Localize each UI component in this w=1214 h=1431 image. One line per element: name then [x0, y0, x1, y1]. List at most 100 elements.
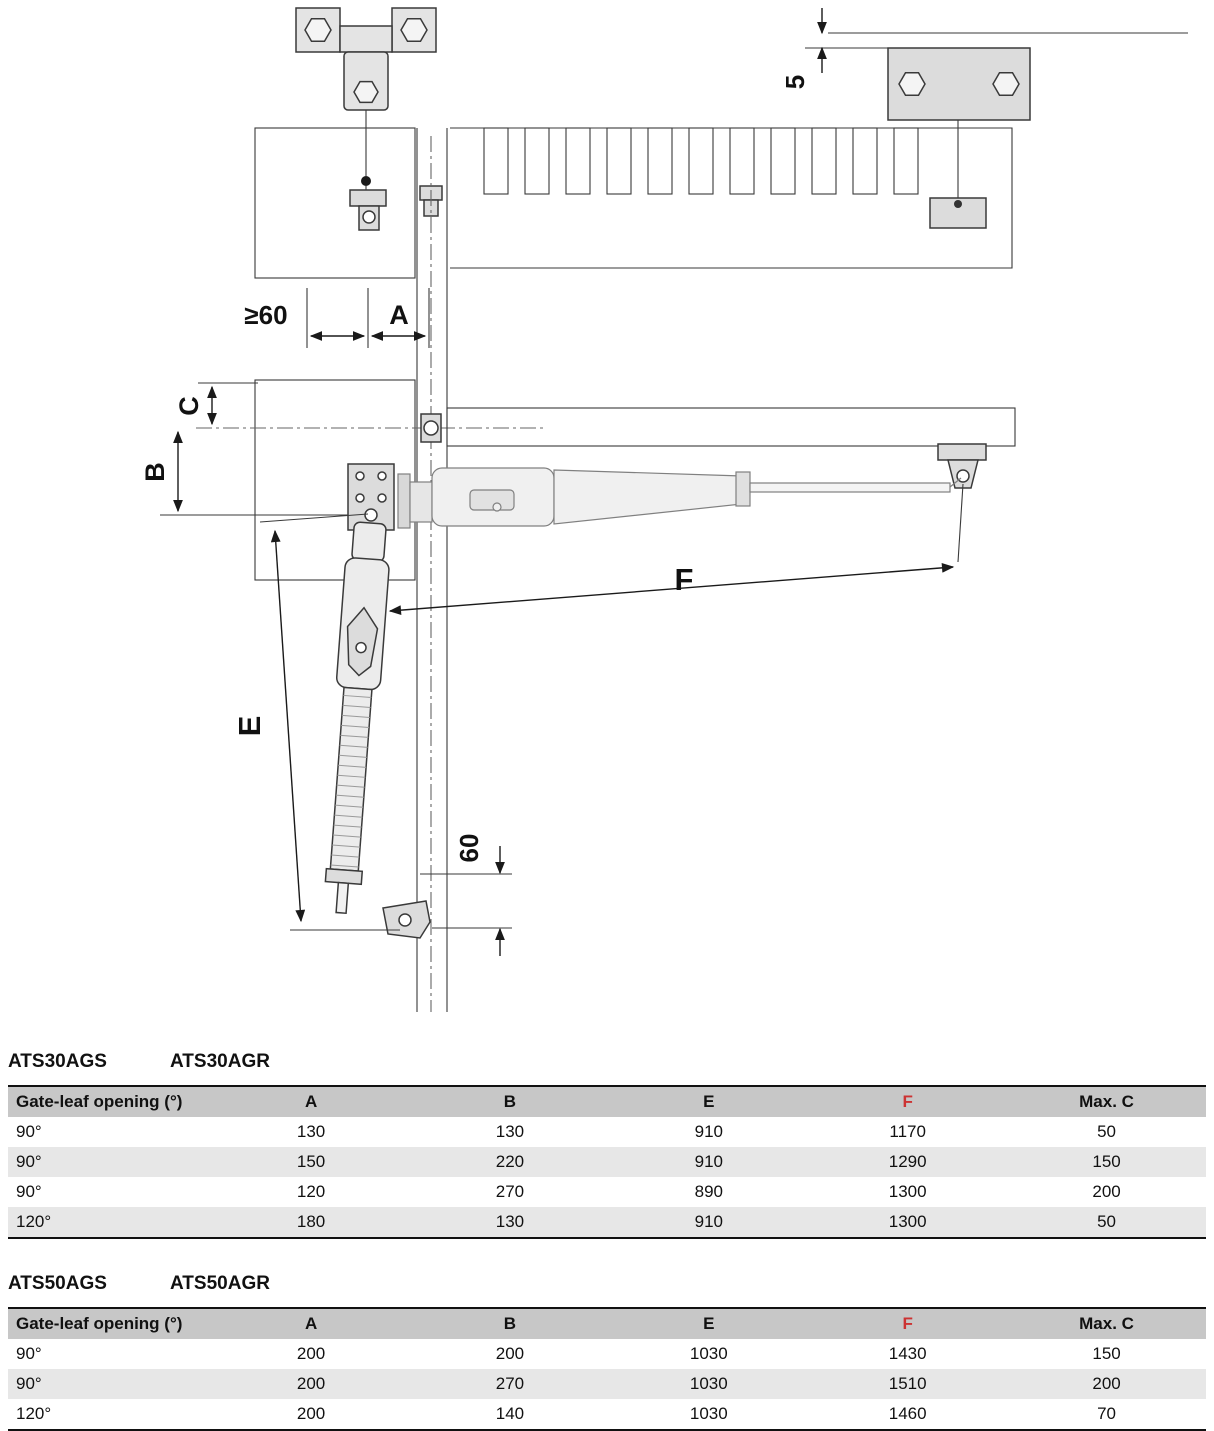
table-cell: 90° — [16, 1344, 42, 1363]
table-cell: 1290 — [888, 1152, 927, 1171]
actuator-ribbed-section — [330, 694, 372, 868]
table-cell: 1030 — [689, 1374, 728, 1393]
model-title: ATS50AGR — [170, 1273, 270, 1294]
column-header-f: F — [808, 1308, 1008, 1339]
table-row: 120° 200 140 1030 1460 70 — [8, 1399, 1206, 1430]
installation-diagram: 5 ≥6 — [140, 7, 1188, 1012]
table-cell: 90° — [16, 1122, 42, 1141]
table-cell: 200 — [296, 1404, 326, 1423]
table-cell: 1510 — [888, 1374, 927, 1393]
table-cell: 270 — [495, 1182, 525, 1201]
table-cell: 200 — [1092, 1374, 1121, 1393]
bolt-icon — [898, 71, 926, 97]
front-bracket-top-view — [295, 7, 437, 111]
table-cell: 200 — [296, 1344, 326, 1363]
table-cell: 50 — [1097, 1122, 1116, 1141]
table-row: 90° 120 270 890 1300 200 — [8, 1177, 1206, 1207]
dim-label-60: 60 — [454, 834, 484, 863]
table-cell: 1030 — [689, 1344, 728, 1363]
table-cell: 130 — [296, 1122, 326, 1141]
section-titles-ats50: ATS50AGS ATS50AGR — [8, 1273, 1206, 1295]
table-cell: 200 — [495, 1344, 525, 1363]
rear-bracket-plate — [887, 47, 1031, 121]
table-cell: 910 — [694, 1122, 723, 1141]
front-pivot — [364, 508, 378, 522]
dim-label-e: E — [232, 716, 267, 737]
gate-top-view — [254, 127, 1013, 279]
column-header: Gate-leaf opening (°) — [8, 1086, 212, 1117]
table-row: 90° 130 130 910 1170 50 — [8, 1117, 1206, 1147]
table-cell: 220 — [495, 1152, 525, 1171]
actuator-closed-position — [397, 467, 962, 529]
column-header-f: F — [808, 1086, 1008, 1117]
column-header: B — [410, 1086, 610, 1117]
dim-label-c: C — [174, 396, 204, 416]
dim-row-a: ≥60 A — [244, 288, 430, 348]
table-cell: 910 — [694, 1212, 723, 1231]
table-cell: 150 — [1092, 1344, 1121, 1363]
ats50-dimensions-table: Gate-leaf opening (°) A B E F Max. C 90°… — [8, 1307, 1206, 1431]
table-cell: 90° — [16, 1182, 42, 1201]
table-cell: 150 — [1092, 1152, 1121, 1171]
column-header: Gate-leaf opening (°) — [8, 1308, 212, 1339]
dim-label-5: 5 — [780, 75, 810, 89]
hinge-pivot — [423, 420, 439, 436]
table-cell: 50 — [1097, 1212, 1116, 1231]
table-cell: 270 — [495, 1374, 525, 1393]
table-cell: 1460 — [888, 1404, 927, 1423]
table-cell: 120° — [16, 1212, 52, 1231]
column-header: E — [609, 1308, 809, 1339]
bolt-icon — [992, 71, 1020, 97]
ats30-dimensions-table: Gate-leaf opening (°) A B E F Max. C 90°… — [8, 1085, 1206, 1239]
table-cell: 1030 — [689, 1404, 728, 1423]
dim-label-b: B — [140, 462, 170, 482]
section-titles-ats30: ATS30AGS ATS30AGR — [8, 1051, 1206, 1073]
bolt-icon — [400, 17, 428, 43]
table-cell: 200 — [296, 1374, 326, 1393]
table-header-row: Gate-leaf opening (°) A B E F Max. C — [8, 1308, 1206, 1339]
bolt-icon — [353, 80, 379, 104]
table-cell: 890 — [694, 1182, 723, 1201]
table-cell: 1170 — [889, 1122, 926, 1141]
hinge-bracket-top — [349, 185, 443, 231]
table-cell: 150 — [296, 1152, 326, 1171]
table-cell: 140 — [495, 1404, 525, 1423]
table-cell: 90° — [16, 1374, 42, 1393]
table-cell: 910 — [694, 1152, 723, 1171]
table-row: 90° 200 200 1030 1430 150 — [8, 1339, 1206, 1369]
table-header-row: Gate-leaf opening (°) A B E F Max. C — [8, 1086, 1206, 1117]
table-cell: 1300 — [888, 1212, 927, 1231]
gate-leaf-plan — [446, 407, 1016, 447]
table-cell: 70 — [1097, 1404, 1116, 1423]
column-header: A — [211, 1086, 411, 1117]
table-cell: 130 — [495, 1122, 525, 1141]
column-header: Max. C — [1007, 1086, 1206, 1117]
table-cell: 120 — [296, 1182, 326, 1201]
model-title: ATS30AGS — [8, 1051, 107, 1072]
table-row: 90° 150 220 910 1290 150 — [8, 1147, 1206, 1177]
front-bracket — [347, 463, 395, 531]
model-title: ATS50AGS — [8, 1273, 107, 1294]
gate-operator-drawing: 5 ≥6 — [140, 7, 1188, 1012]
table-cell: 90° — [16, 1152, 42, 1171]
column-header: Max. C — [1007, 1308, 1206, 1339]
table-cell: 120° — [16, 1404, 52, 1423]
table-row: 90° 200 270 1030 1510 200 — [8, 1369, 1206, 1399]
table-cell: 200 — [1092, 1182, 1121, 1201]
table-cell: 180 — [296, 1212, 326, 1231]
actuator-foot-bracket — [382, 900, 431, 939]
dim-label-a: A — [389, 300, 409, 330]
table-cell: 1300 — [888, 1182, 927, 1201]
table-cell: 1430 — [888, 1344, 927, 1363]
gate-slats — [483, 127, 919, 195]
model-title: ATS30AGR — [170, 1051, 270, 1072]
dim-label-f: F — [675, 562, 694, 597]
actuator-open-position — [324, 521, 390, 915]
column-header: B — [410, 1308, 610, 1339]
table-cell: 130 — [495, 1212, 525, 1231]
dimension-tables: ATS30AGS ATS30AGR Gate-leaf opening (°) … — [0, 1051, 1214, 1431]
pillar-top-view — [254, 127, 416, 279]
dim-label-min60: ≥60 — [244, 300, 287, 330]
column-header: E — [609, 1086, 809, 1117]
bolt-icon — [304, 17, 332, 43]
